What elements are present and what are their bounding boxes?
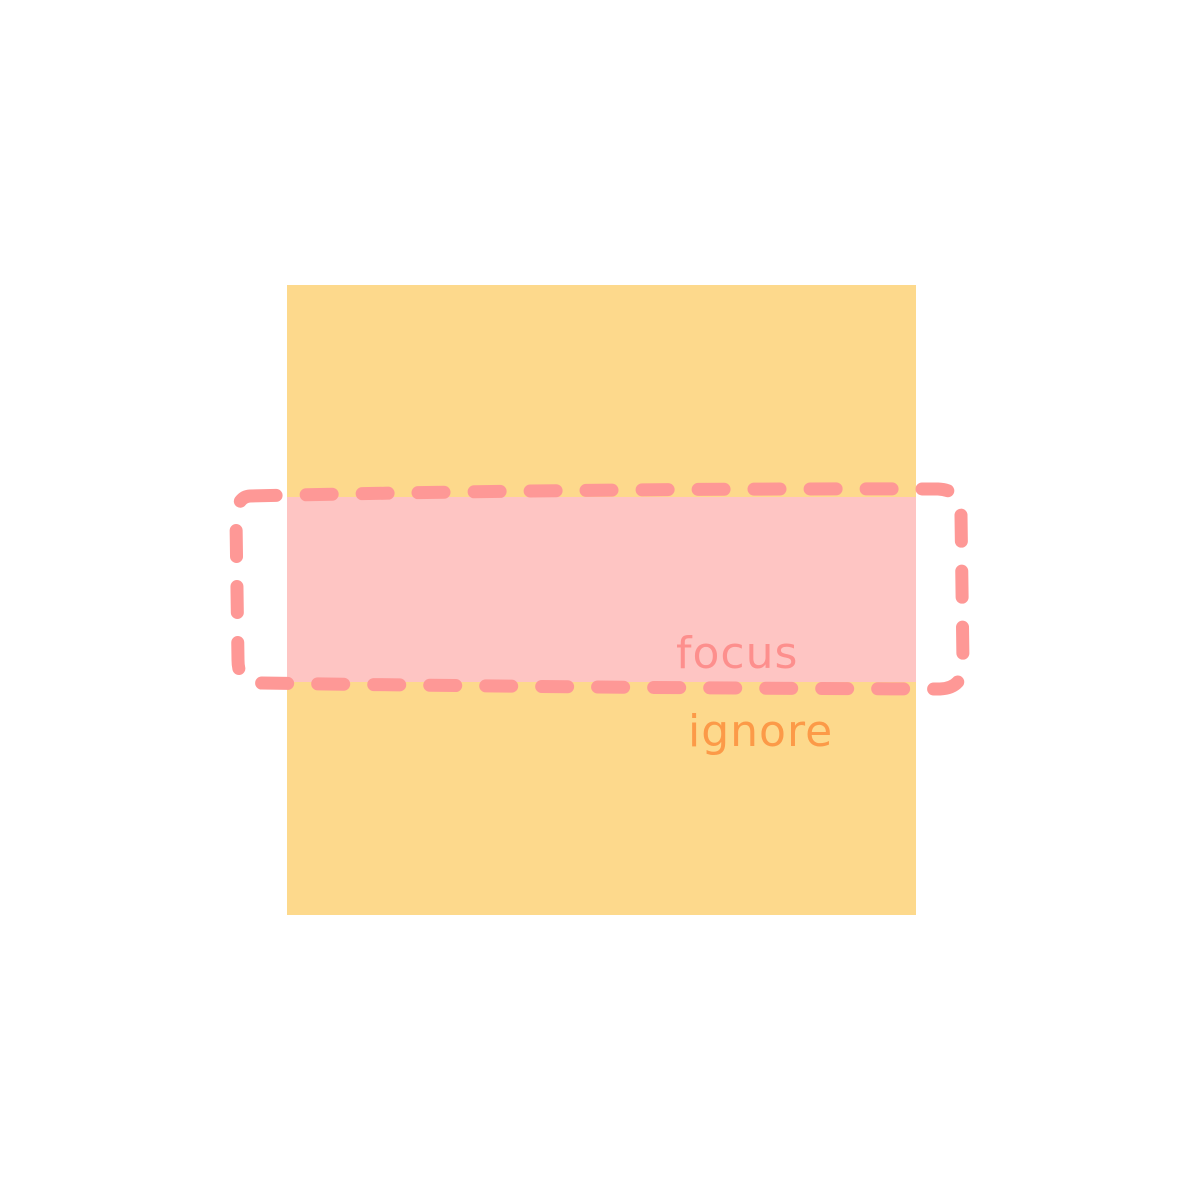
focus-dashed-outline [229,482,970,696]
focus-label: focus [676,628,798,679]
ignore-label: ignore [688,706,833,757]
focus-region-band [287,497,916,682]
